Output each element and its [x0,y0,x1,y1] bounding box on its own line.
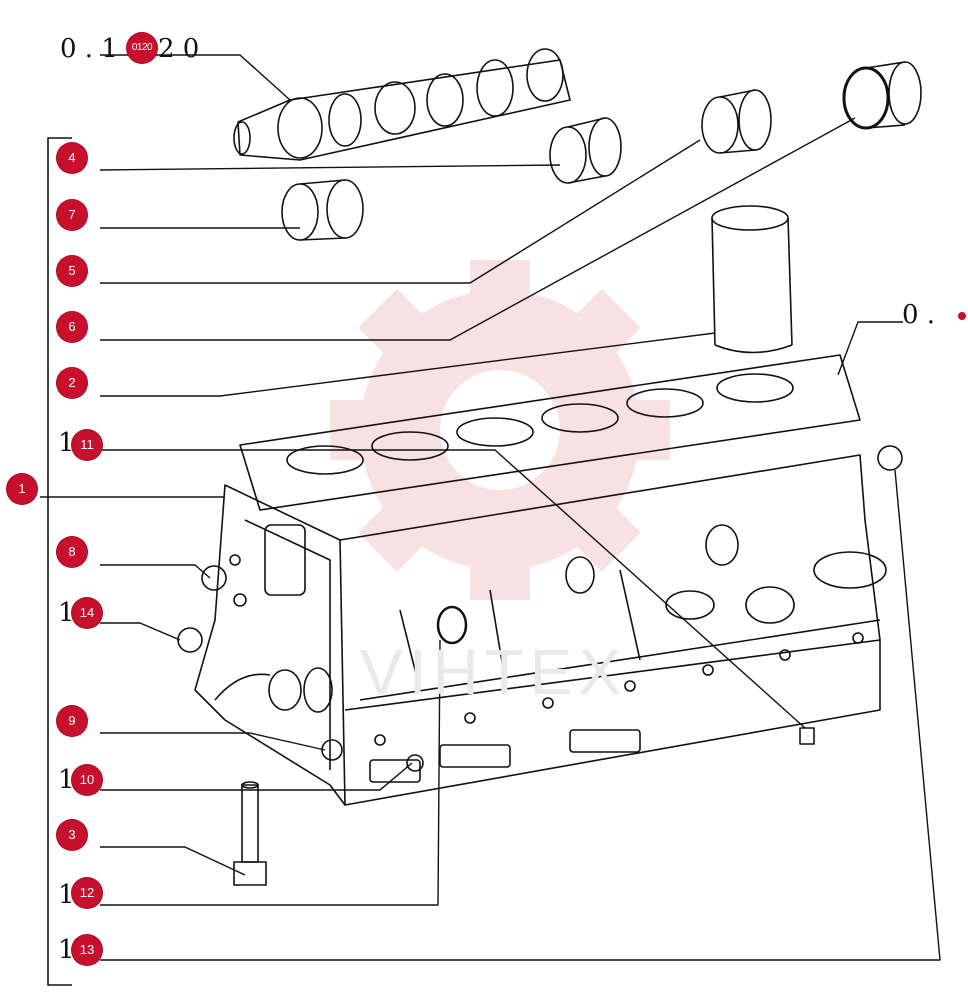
engine-block [194,454,887,806]
callout-11[interactable]: 11 [72,430,102,460]
bushing-7 [281,179,364,241]
cylinder-liner [711,205,793,354]
callout-9[interactable]: 9 [57,706,87,736]
callout-2[interactable]: 2 [57,368,87,398]
plug-13 [877,445,903,471]
callout-13[interactable]: 13 [72,935,102,965]
plug-14 [177,627,203,653]
leader-lines [40,54,941,961]
prefix-14: 1 [58,598,75,628]
watermark-text: VIHTEX [360,636,628,708]
group-bracket [47,137,72,986]
callout-6[interactable]: 6 [57,312,87,342]
part-code-top-left: 0 . 1 [60,34,118,64]
head-gasket [239,354,861,511]
callout-12[interactable]: 12 [72,878,102,908]
bolt-3 [233,781,267,886]
callout-1[interactable]: 1 [7,474,37,504]
prefix-12: 1 [58,880,75,910]
part-code-top-left-tail: 2 0 [158,34,200,64]
plug-10 [406,754,424,772]
callout-14[interactable]: 14 [72,598,102,628]
callout-10[interactable]: 10 [72,765,102,795]
callout-3[interactable]: 3 [57,820,87,850]
watermark-gear [330,260,670,600]
callout-8[interactable]: 8 [57,537,87,567]
prefix-10: 1 [58,765,75,795]
callout-12020[interactable]: 0120 [127,33,157,63]
callout-4[interactable]: 4 [57,143,87,173]
bushing-5 [701,89,772,154]
overflow-marker [958,312,966,320]
bushing-4 [549,117,622,184]
prefix-13: 1 [58,935,75,965]
prefix-11: 1 [58,428,75,458]
callout-5[interactable]: 5 [57,256,87,286]
part-code-right-block: 0 . [902,300,936,330]
plug-8 [201,565,227,591]
callout-7[interactable]: 7 [57,200,87,230]
bushing-6 [842,61,922,130]
camshaft [233,48,571,161]
plug-11 [799,727,815,745]
